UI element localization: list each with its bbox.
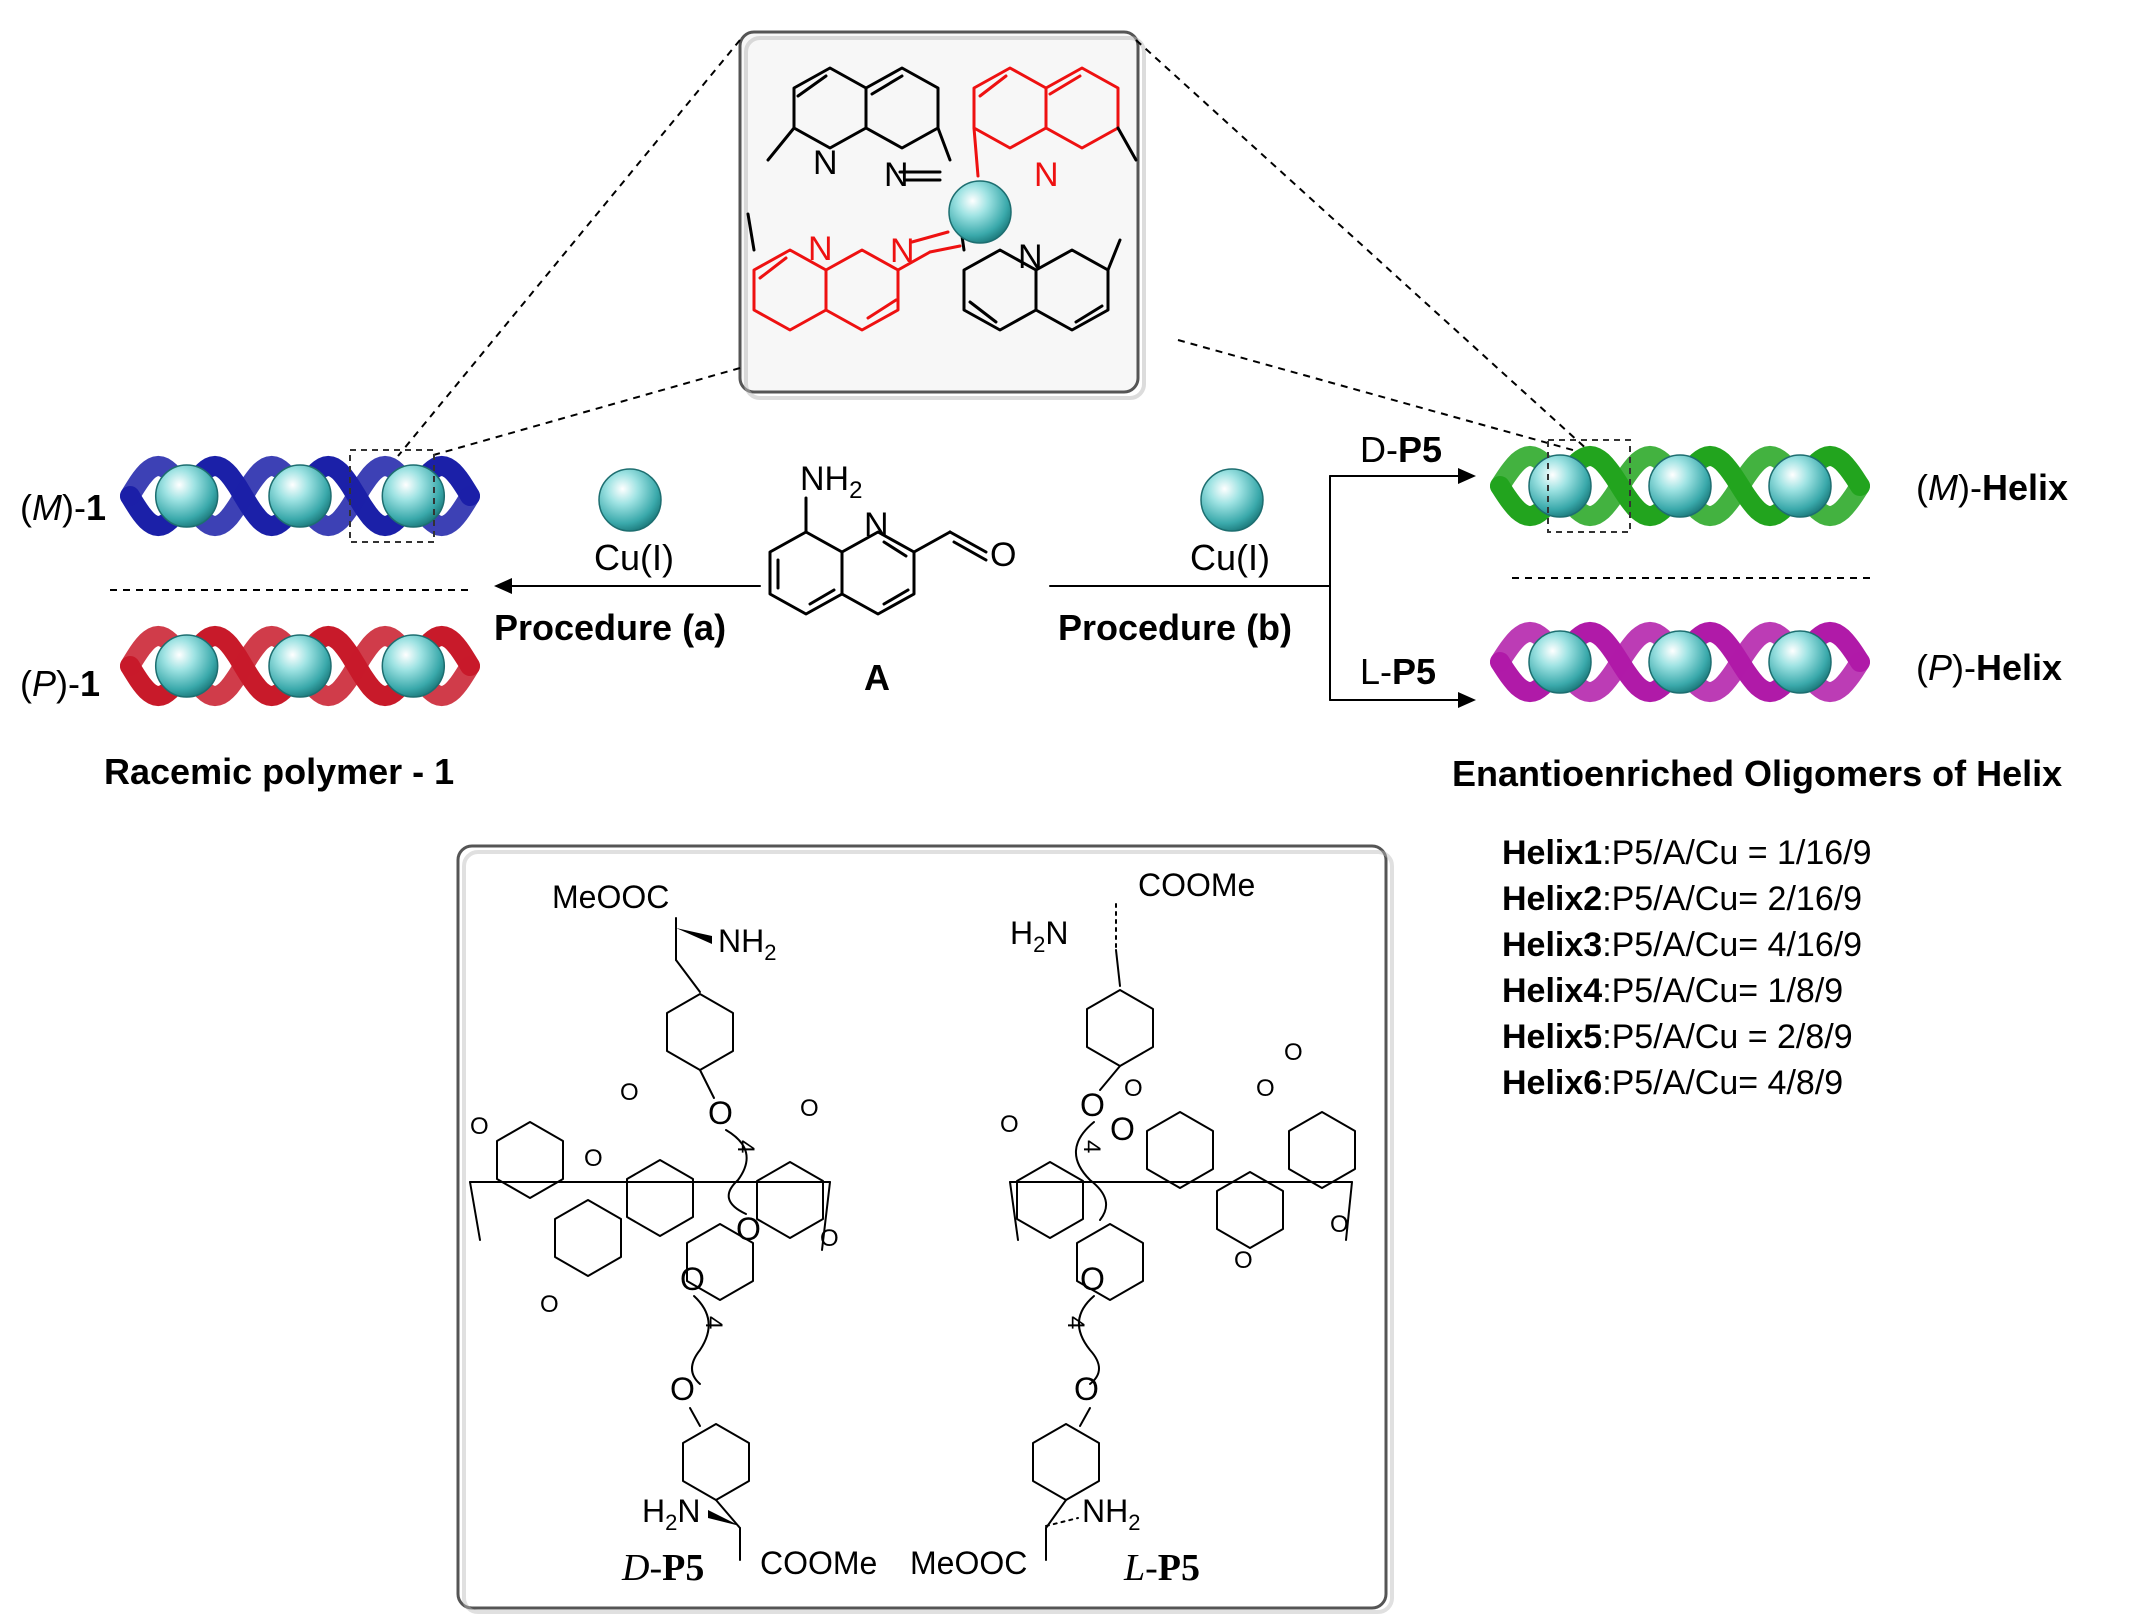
reagent-right: Cu(I) [1190,537,1270,578]
compound-A-nh2: NH2 [800,460,862,504]
l-methoxy: O [1000,1111,1019,1138]
helix-M1 [120,455,480,537]
compound-A-ring-n: N [864,506,889,544]
coordination-inset: N N N N N N [738,30,1146,400]
copper-ion-inset [948,180,1012,244]
ratio-row: Helix3:P5/A/Cu= 4/16/9 [1502,926,1862,964]
quinoline-red-top [972,66,1138,178]
l-linker-n-low: 4 [1062,1316,1089,1329]
l-p5-name: L-P5 [1123,1547,1200,1589]
copper-ion [1528,454,1592,518]
copper-ion-reagent-left [598,468,662,532]
ratio-row: Helix6:P5/A/Cu= 4/8/9 [1502,1064,1843,1102]
d-amine-top: NH2 [718,923,776,965]
l-methoxy: O [1256,1075,1275,1102]
d-amine-bottom: H2N [642,1493,700,1535]
d-p5-name: D-P5 [621,1547,704,1589]
label-M-helix: (M)-Helix [1916,467,2068,508]
l-methoxy: O [1124,1075,1143,1102]
helix-P1 [120,625,480,707]
compound-A-label: A [864,657,890,698]
d-linker-o-top: O [708,1095,733,1131]
d-methoxy: O [620,1079,639,1106]
d-methoxy: O [820,1225,839,1252]
copper-ion [381,634,446,698]
inset-atom-n6: N [1018,238,1043,276]
copper-ion [154,634,219,698]
l-linker-o-top: O [1080,1087,1105,1123]
ratio-row: Helix5:P5/A/Cu = 2/8/9 [1502,1018,1853,1056]
p5-structures-box: MeOOC NH2 O 4 O O O O [456,844,1394,1614]
l-methoxy: O [1284,1039,1303,1066]
zoom-lines [397,39,1591,457]
copper-ion [1768,454,1832,518]
copper-ion [1768,630,1832,694]
copper-ion [381,464,446,528]
d-linker-n-low: 4 [700,1316,727,1329]
quinoline-black-top [766,66,952,162]
inset-atom-n4: N [808,230,833,268]
l-linker-n-top: 4 [1078,1140,1105,1153]
copper-ion [1528,630,1592,694]
d-p5-structure: MeOOC NH2 O 4 O O O O [469,879,877,1589]
reagent-left: Cu(I) [594,537,674,578]
d-methoxy: O [584,1145,603,1172]
zoom-box-right [1547,439,1631,533]
copper-ion [1648,454,1712,518]
label-P-helix: (P)-Helix [1916,647,2062,688]
ratio-list: Helix1:P5/A/Cu = 1/16/9 Helix2:P5/A/Cu= … [1502,834,1872,1102]
inset-atom-n2: N [884,156,909,194]
ratio-row: Helix2:P5/A/Cu= 2/16/9 [1502,880,1862,918]
l-methoxy: O [1234,1247,1253,1274]
ratio-row: Helix4:P5/A/Cu= 1/8/9 [1502,972,1843,1010]
l-linker-o-low: O [1080,1261,1105,1297]
inset-atom-n5: N [890,232,915,270]
quinoline-red-bottom [746,212,962,332]
label-procedure-a: Procedure (a) [494,607,726,648]
l-ester-top: COOMe [1138,867,1255,903]
copper-ion-reagent-right [1200,468,1264,532]
l-ester-bottom: MeOOC [910,1545,1027,1581]
d-methoxy: O [800,1095,819,1122]
caption-enantioenriched: Enantioenriched Oligomers of Helix [1452,753,2062,794]
copper-ion [1648,630,1712,694]
d-ester-bottom: COOMe [760,1545,877,1581]
compound-A-o: O [990,536,1016,574]
l-linker-o-bottom: O [1074,1371,1099,1407]
label-M1: (M)-1 [20,487,106,528]
l-amine-top: H2N [1010,915,1068,957]
l-amine-bottom: NH2 [1082,1493,1140,1535]
label-procedure-b: Procedure (b) [1058,607,1292,648]
compound-A: NH2 N O [768,460,1016,616]
d-linker-n-top: 4 [732,1140,759,1153]
helix-M [1490,445,1870,527]
label-P1: (P)-1 [20,663,100,704]
copper-ion [154,464,219,528]
label-D-P5: D-P5 [1360,429,1442,470]
l-p5-structure: COOMe H2N O 4 O O O O O O [910,867,1356,1589]
branch-arrows [1329,468,1476,708]
d-methoxy: O [470,1113,489,1140]
copper-ion [268,634,332,698]
ratio-row: Helix1:P5/A/Cu = 1/16/9 [1502,834,1872,872]
d-linker-o-low: O [680,1261,705,1297]
inset-atom-n1: N [813,144,838,182]
d-ester-top: MeOOC [552,879,669,915]
helix-P [1490,621,1870,703]
caption-racemic: Racemic polymer - 1 [104,751,454,792]
copper-ion [268,464,332,528]
d-methoxy: O [540,1291,559,1318]
d-linker-o-bottom: O [670,1371,695,1407]
l-methoxy: O [1330,1211,1349,1238]
label-L-P5: L-P5 [1360,651,1436,692]
inset-atom-n3: N [1034,156,1059,194]
l-linker-o-mid: O [1110,1111,1135,1147]
